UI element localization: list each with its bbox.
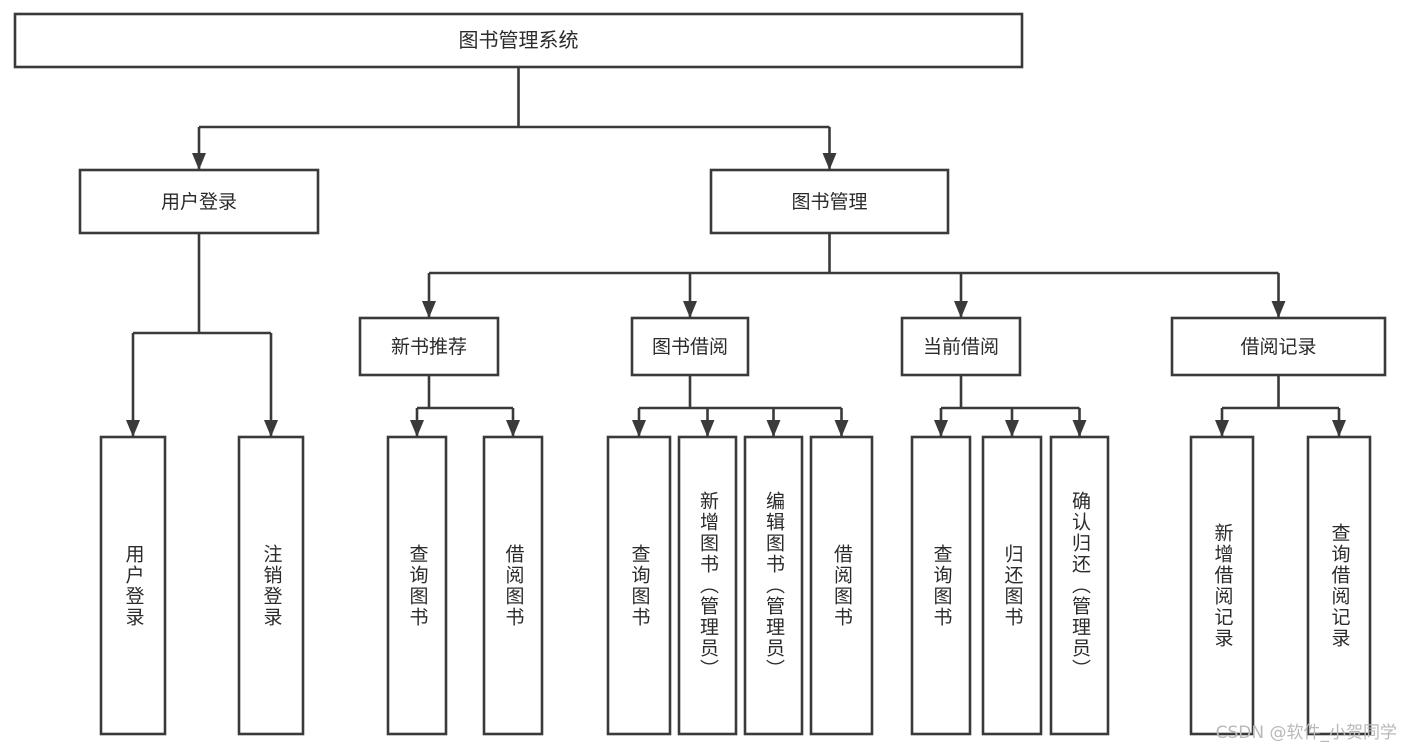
- node-查询借阅记录[interactable]: [1306, 435, 1372, 736]
- node-用户登录[interactable]: [99, 435, 167, 736]
- node-图书借阅-label: 图书借阅: [652, 336, 728, 358]
- arrow-head-icon: [126, 420, 140, 437]
- arrow-head-icon: [192, 153, 206, 170]
- arrow-head-icon: [934, 420, 948, 437]
- node-归还图书[interactable]: [981, 435, 1043, 736]
- node-新增图书管理员[interactable]: [677, 435, 738, 736]
- node-用户登录[interactable]: 用户登录: [78, 168, 320, 235]
- node-查询图书-rect[interactable]: [386, 435, 448, 736]
- node-借阅记录[interactable]: 借阅记录: [1170, 316, 1387, 377]
- node-确认归还管理员[interactable]: [1049, 435, 1110, 736]
- node-图书管理系统-label: 图书管理系统: [459, 28, 579, 52]
- node-查询图书-rect[interactable]: [910, 435, 972, 736]
- arrow-head-icon: [683, 301, 697, 318]
- node-编辑图书管理员-rect[interactable]: [743, 435, 804, 736]
- node-新增图书管理员-rect[interactable]: [677, 435, 738, 736]
- node-图书管理[interactable]: 图书管理: [709, 168, 950, 235]
- node-查询图书[interactable]: [386, 435, 448, 736]
- node-借阅图书[interactable]: [809, 435, 874, 736]
- node-借阅图书-rect[interactable]: [482, 435, 544, 736]
- node-注销登录-rect[interactable]: [237, 435, 305, 736]
- node-新增借阅记录[interactable]: [1189, 435, 1255, 736]
- node-用户登录-rect[interactable]: [78, 168, 320, 235]
- arrow-head-icon: [422, 301, 436, 318]
- node-新书推荐-label: 新书推荐: [391, 336, 467, 358]
- node-新书推荐-rect[interactable]: [358, 316, 500, 377]
- node-借阅图书[interactable]: [482, 435, 544, 736]
- arrow-head-icon: [410, 420, 424, 437]
- node-当前借阅[interactable]: 当前借阅: [900, 316, 1022, 377]
- connectors-layer: [126, 67, 1346, 437]
- arrow-head-icon: [834, 420, 849, 437]
- node-图书借阅[interactable]: 图书借阅: [630, 316, 750, 377]
- node-确认归还管理员-rect[interactable]: [1049, 435, 1110, 736]
- node-图书借阅-rect[interactable]: [630, 316, 750, 377]
- node-图书管理-label: 图书管理: [791, 191, 867, 213]
- arrow-head-icon: [1072, 420, 1087, 437]
- arrow-head-icon: [1271, 301, 1286, 318]
- node-注销登录[interactable]: [237, 435, 305, 736]
- node-新增借阅记录-rect[interactable]: [1189, 435, 1255, 736]
- node-图书管理系统-rect[interactable]: [13, 12, 1024, 69]
- arrow-head-icon: [1005, 420, 1019, 437]
- node-借阅记录-label: 借阅记录: [1240, 336, 1316, 358]
- arrow-head-icon: [1332, 420, 1346, 437]
- node-图书管理系统[interactable]: 图书管理系统: [13, 12, 1024, 69]
- arrow-head-icon: [954, 301, 968, 318]
- arrow-head-icon: [506, 420, 520, 437]
- arrow-head-icon: [632, 420, 646, 437]
- node-用户登录-rect[interactable]: [99, 435, 167, 736]
- node-图书管理-rect[interactable]: [709, 168, 950, 235]
- node-新书推荐[interactable]: 新书推荐: [358, 316, 500, 377]
- node-归还图书-rect[interactable]: [981, 435, 1043, 736]
- node-查询图书[interactable]: [606, 435, 672, 736]
- node-借阅记录-rect[interactable]: [1170, 316, 1387, 377]
- arrow-head-icon: [264, 420, 278, 437]
- arrow-head-icon: [766, 420, 781, 437]
- node-查询图书[interactable]: [910, 435, 972, 736]
- node-借阅图书-rect[interactable]: [809, 435, 874, 736]
- arrow-head-icon: [1215, 420, 1229, 437]
- node-编辑图书管理员[interactable]: [743, 435, 804, 736]
- node-查询借阅记录-rect[interactable]: [1306, 435, 1372, 736]
- node-当前借阅-rect[interactable]: [900, 316, 1022, 377]
- arrow-head-icon: [822, 153, 837, 170]
- node-用户登录-label: 用户登录: [161, 191, 237, 213]
- node-查询图书-rect[interactable]: [606, 435, 672, 736]
- arrow-head-icon: [700, 420, 715, 437]
- watermark-text: CSDN @软件_小贺同学: [1215, 723, 1397, 743]
- node-当前借阅-label: 当前借阅: [923, 336, 999, 358]
